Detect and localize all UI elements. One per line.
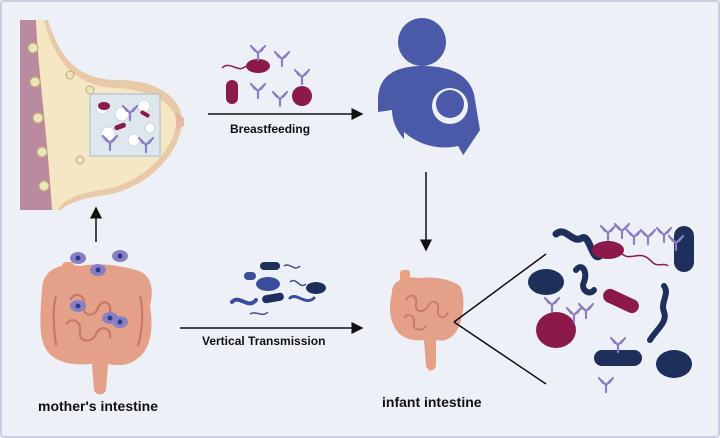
vertical-transmission-cargo-icon xyxy=(230,262,326,316)
breastfeeding-label: Breastfeeding xyxy=(230,122,311,136)
mother-intestine-label: mother's intestine xyxy=(38,398,159,414)
zoom-line-top xyxy=(453,253,547,323)
vertical-transmission-label: Vertical Transmission xyxy=(202,334,326,348)
breastfeeding-cargo-icon xyxy=(221,44,312,108)
infant-intestine-label: infant intestine xyxy=(382,394,482,410)
breast-anatomy-icon xyxy=(20,20,184,210)
infant-microbiome-icon xyxy=(528,222,694,394)
zoom-line-bottom xyxy=(453,321,547,385)
breastfeeding-mother-icon xyxy=(378,18,480,164)
infant-intestine-icon xyxy=(390,270,464,371)
mother-intestine-icon xyxy=(40,250,152,395)
